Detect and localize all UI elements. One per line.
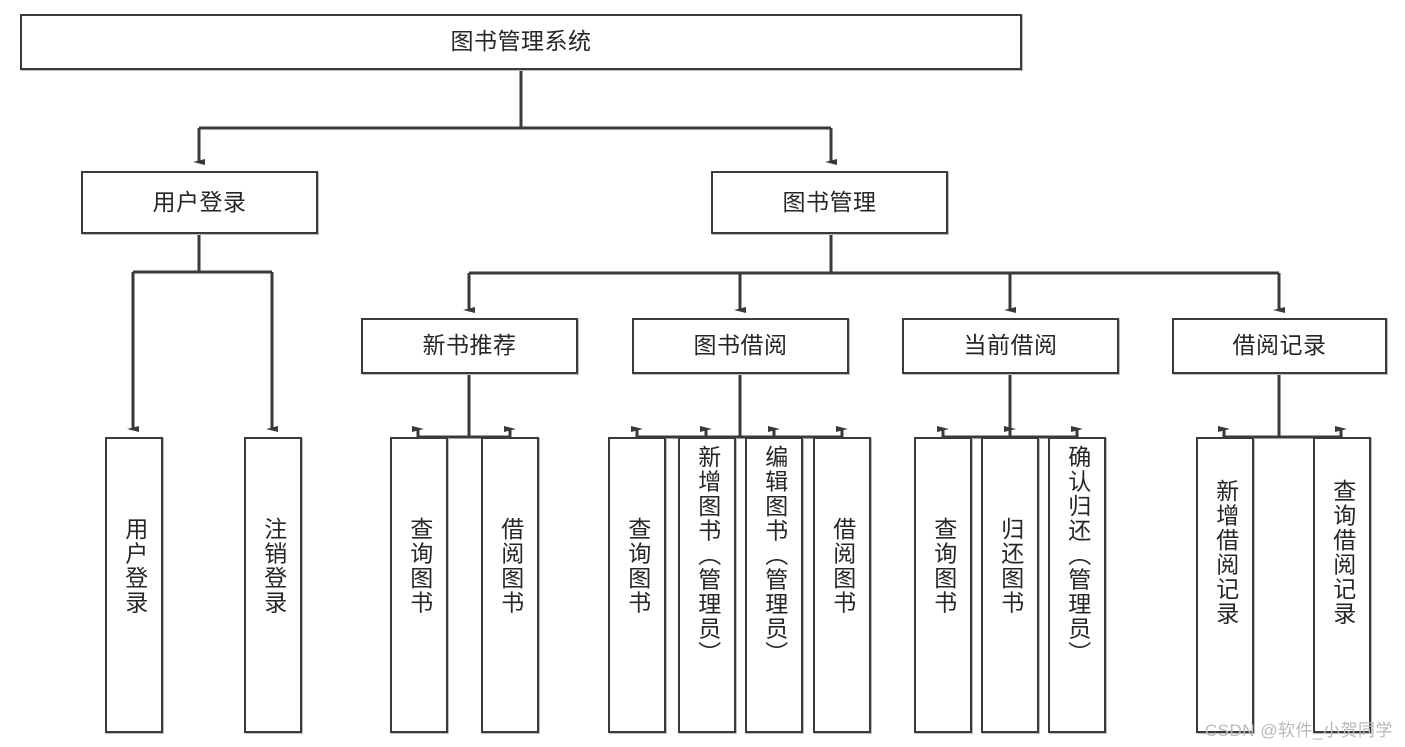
- node-user-login[interactable]: 用户登录: [81, 171, 318, 234]
- node-book-borrow[interactable]: 图书借阅: [632, 318, 849, 374]
- node-label: 用户登录: [121, 517, 148, 615]
- node-new-book-recommend[interactable]: 新书推荐: [361, 318, 578, 374]
- node-leaf-user-login[interactable]: 用户登录: [105, 437, 163, 733]
- node-leaf-query-borrow-record[interactable]: 查询借阅记录: [1313, 437, 1371, 733]
- node-root-book-management-system[interactable]: 图书管理系统: [20, 14, 1022, 70]
- node-label: 新增图书（管理员）: [694, 445, 721, 666]
- node-current-borrow[interactable]: 当前借阅: [902, 318, 1119, 374]
- node-leaf-confirm-return-admin[interactable]: 确认归还（管理员）: [1048, 437, 1106, 733]
- node-book-management[interactable]: 图书管理: [711, 171, 948, 234]
- node-borrow-record[interactable]: 借阅记录: [1172, 318, 1387, 374]
- node-label: 新书推荐: [422, 332, 517, 359]
- node-leaf-query-book-borrow[interactable]: 查询图书: [608, 437, 666, 733]
- node-label: 图书管理: [782, 188, 877, 215]
- node-label: 图书借阅: [693, 332, 788, 359]
- node-label: 当前借阅: [963, 332, 1058, 359]
- node-label: 查询图书: [406, 517, 433, 615]
- node-label: 归还图书: [997, 517, 1024, 615]
- node-label: 借阅记录: [1232, 332, 1327, 359]
- node-label: 查询图书: [624, 517, 651, 615]
- node-label: 图书管理系统: [450, 28, 592, 55]
- node-leaf-edit-book-admin[interactable]: 编辑图书（管理员）: [745, 437, 803, 733]
- node-leaf-borrow-book-recommend[interactable]: 借阅图书: [481, 437, 539, 733]
- node-leaf-query-book-current[interactable]: 查询图书: [914, 437, 972, 733]
- node-label: 编辑图书（管理员）: [761, 445, 788, 666]
- node-label: 查询图书: [930, 517, 957, 615]
- csdn-watermark: CSDN @软件_小贺同学: [1204, 721, 1393, 740]
- node-leaf-add-borrow-record[interactable]: 新增借阅记录: [1196, 437, 1254, 733]
- node-label: 注销登录: [260, 517, 287, 615]
- node-label: 查询借阅记录: [1329, 479, 1356, 626]
- node-label: 借阅图书: [829, 517, 856, 615]
- node-leaf-query-book-recommend[interactable]: 查询图书: [390, 437, 448, 733]
- node-label: 用户登录: [152, 188, 247, 215]
- node-leaf-logout[interactable]: 注销登录: [244, 437, 302, 733]
- node-leaf-return-book[interactable]: 归还图书: [981, 437, 1039, 733]
- node-label: 确认归还（管理员）: [1064, 445, 1091, 666]
- node-label: 新增借阅记录: [1212, 479, 1239, 626]
- node-leaf-borrow-book[interactable]: 借阅图书: [813, 437, 871, 733]
- node-label: 借阅图书: [497, 517, 524, 615]
- node-leaf-add-book-admin[interactable]: 新增图书（管理员）: [678, 437, 736, 733]
